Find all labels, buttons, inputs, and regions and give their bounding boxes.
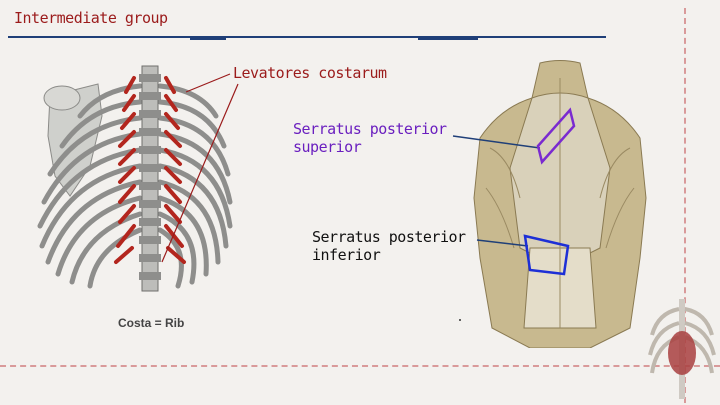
- title-underline: [8, 36, 606, 38]
- label-levatores-costarum: Levatores costarum: [233, 64, 387, 82]
- title-underline-accent: [190, 38, 226, 40]
- back-muscles-illustration: [473, 60, 647, 348]
- rib-cage-posterior-illustration: [37, 65, 233, 292]
- label-line: superior: [293, 138, 362, 156]
- label-line: Serratus posterior: [293, 120, 447, 138]
- bottom-dashed-border: [0, 365, 720, 367]
- title-underline-accent: [418, 38, 478, 40]
- figure-caption: Costa = Rib: [118, 316, 185, 330]
- slide-title: Intermediate group: [14, 9, 168, 27]
- label-line: Serratus posterior: [312, 228, 466, 246]
- right-dashed-border: [684, 8, 686, 403]
- thorax-icon: [648, 299, 716, 399]
- label-line: inferior: [312, 246, 381, 264]
